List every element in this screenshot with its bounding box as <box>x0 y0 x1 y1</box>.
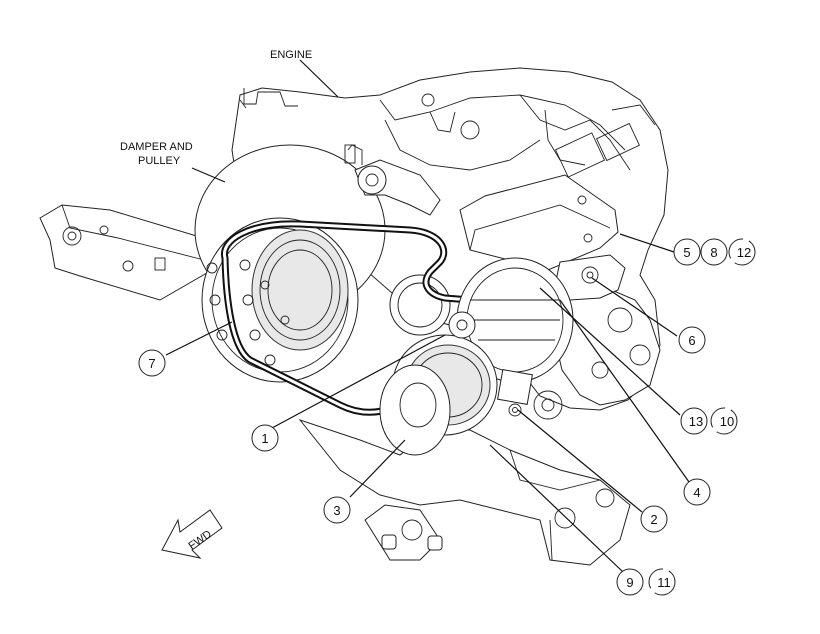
callout-1: 1 <box>251 424 279 452</box>
callout-6: 6 <box>678 326 706 354</box>
callout-13: 13 <box>680 407 708 435</box>
svg-text:3: 3 <box>333 503 340 518</box>
callouts: 1 2 3 4 5 8 12 6 <box>138 238 756 596</box>
callout-5: 5 <box>673 238 701 266</box>
callout-8: 8 <box>700 238 728 266</box>
callout-12: 12 <box>728 238 756 266</box>
damper-and-pulley <box>194 144 386 383</box>
alternator <box>456 257 574 417</box>
callout-7: 7 <box>138 349 166 377</box>
svg-text:10: 10 <box>720 414 734 429</box>
damper-label-line1: DAMPER AND <box>120 141 193 153</box>
callout-9: 9 <box>616 568 644 596</box>
damper-label-line2: PULLEY <box>138 155 181 167</box>
svg-text:13: 13 <box>689 414 703 429</box>
svg-text:11: 11 <box>657 575 671 590</box>
fwd-arrow: FWD <box>161 509 223 559</box>
engine-label: ENGINE <box>270 49 312 61</box>
svg-text:5: 5 <box>683 245 690 260</box>
svg-text:9: 9 <box>626 575 633 590</box>
svg-text:2: 2 <box>650 512 657 527</box>
leader-lines <box>165 59 690 573</box>
alternator-pulley <box>379 311 498 456</box>
belt-tensioner <box>344 144 451 336</box>
svg-text:12: 12 <box>737 245 751 260</box>
svg-text:8: 8 <box>710 245 717 260</box>
callout-10: 10 <box>710 407 738 435</box>
svg-text:7: 7 <box>148 356 155 371</box>
svg-text:6: 6 <box>688 333 695 348</box>
callout-3: 3 <box>323 496 351 524</box>
callout-11: 11 <box>648 568 676 596</box>
svg-text:1: 1 <box>261 431 268 446</box>
svg-text:4: 4 <box>693 485 700 500</box>
frame-rail <box>39 204 213 301</box>
callout-4: 4 <box>683 478 711 506</box>
crossmember <box>298 418 631 566</box>
callout-2: 2 <box>640 505 668 533</box>
